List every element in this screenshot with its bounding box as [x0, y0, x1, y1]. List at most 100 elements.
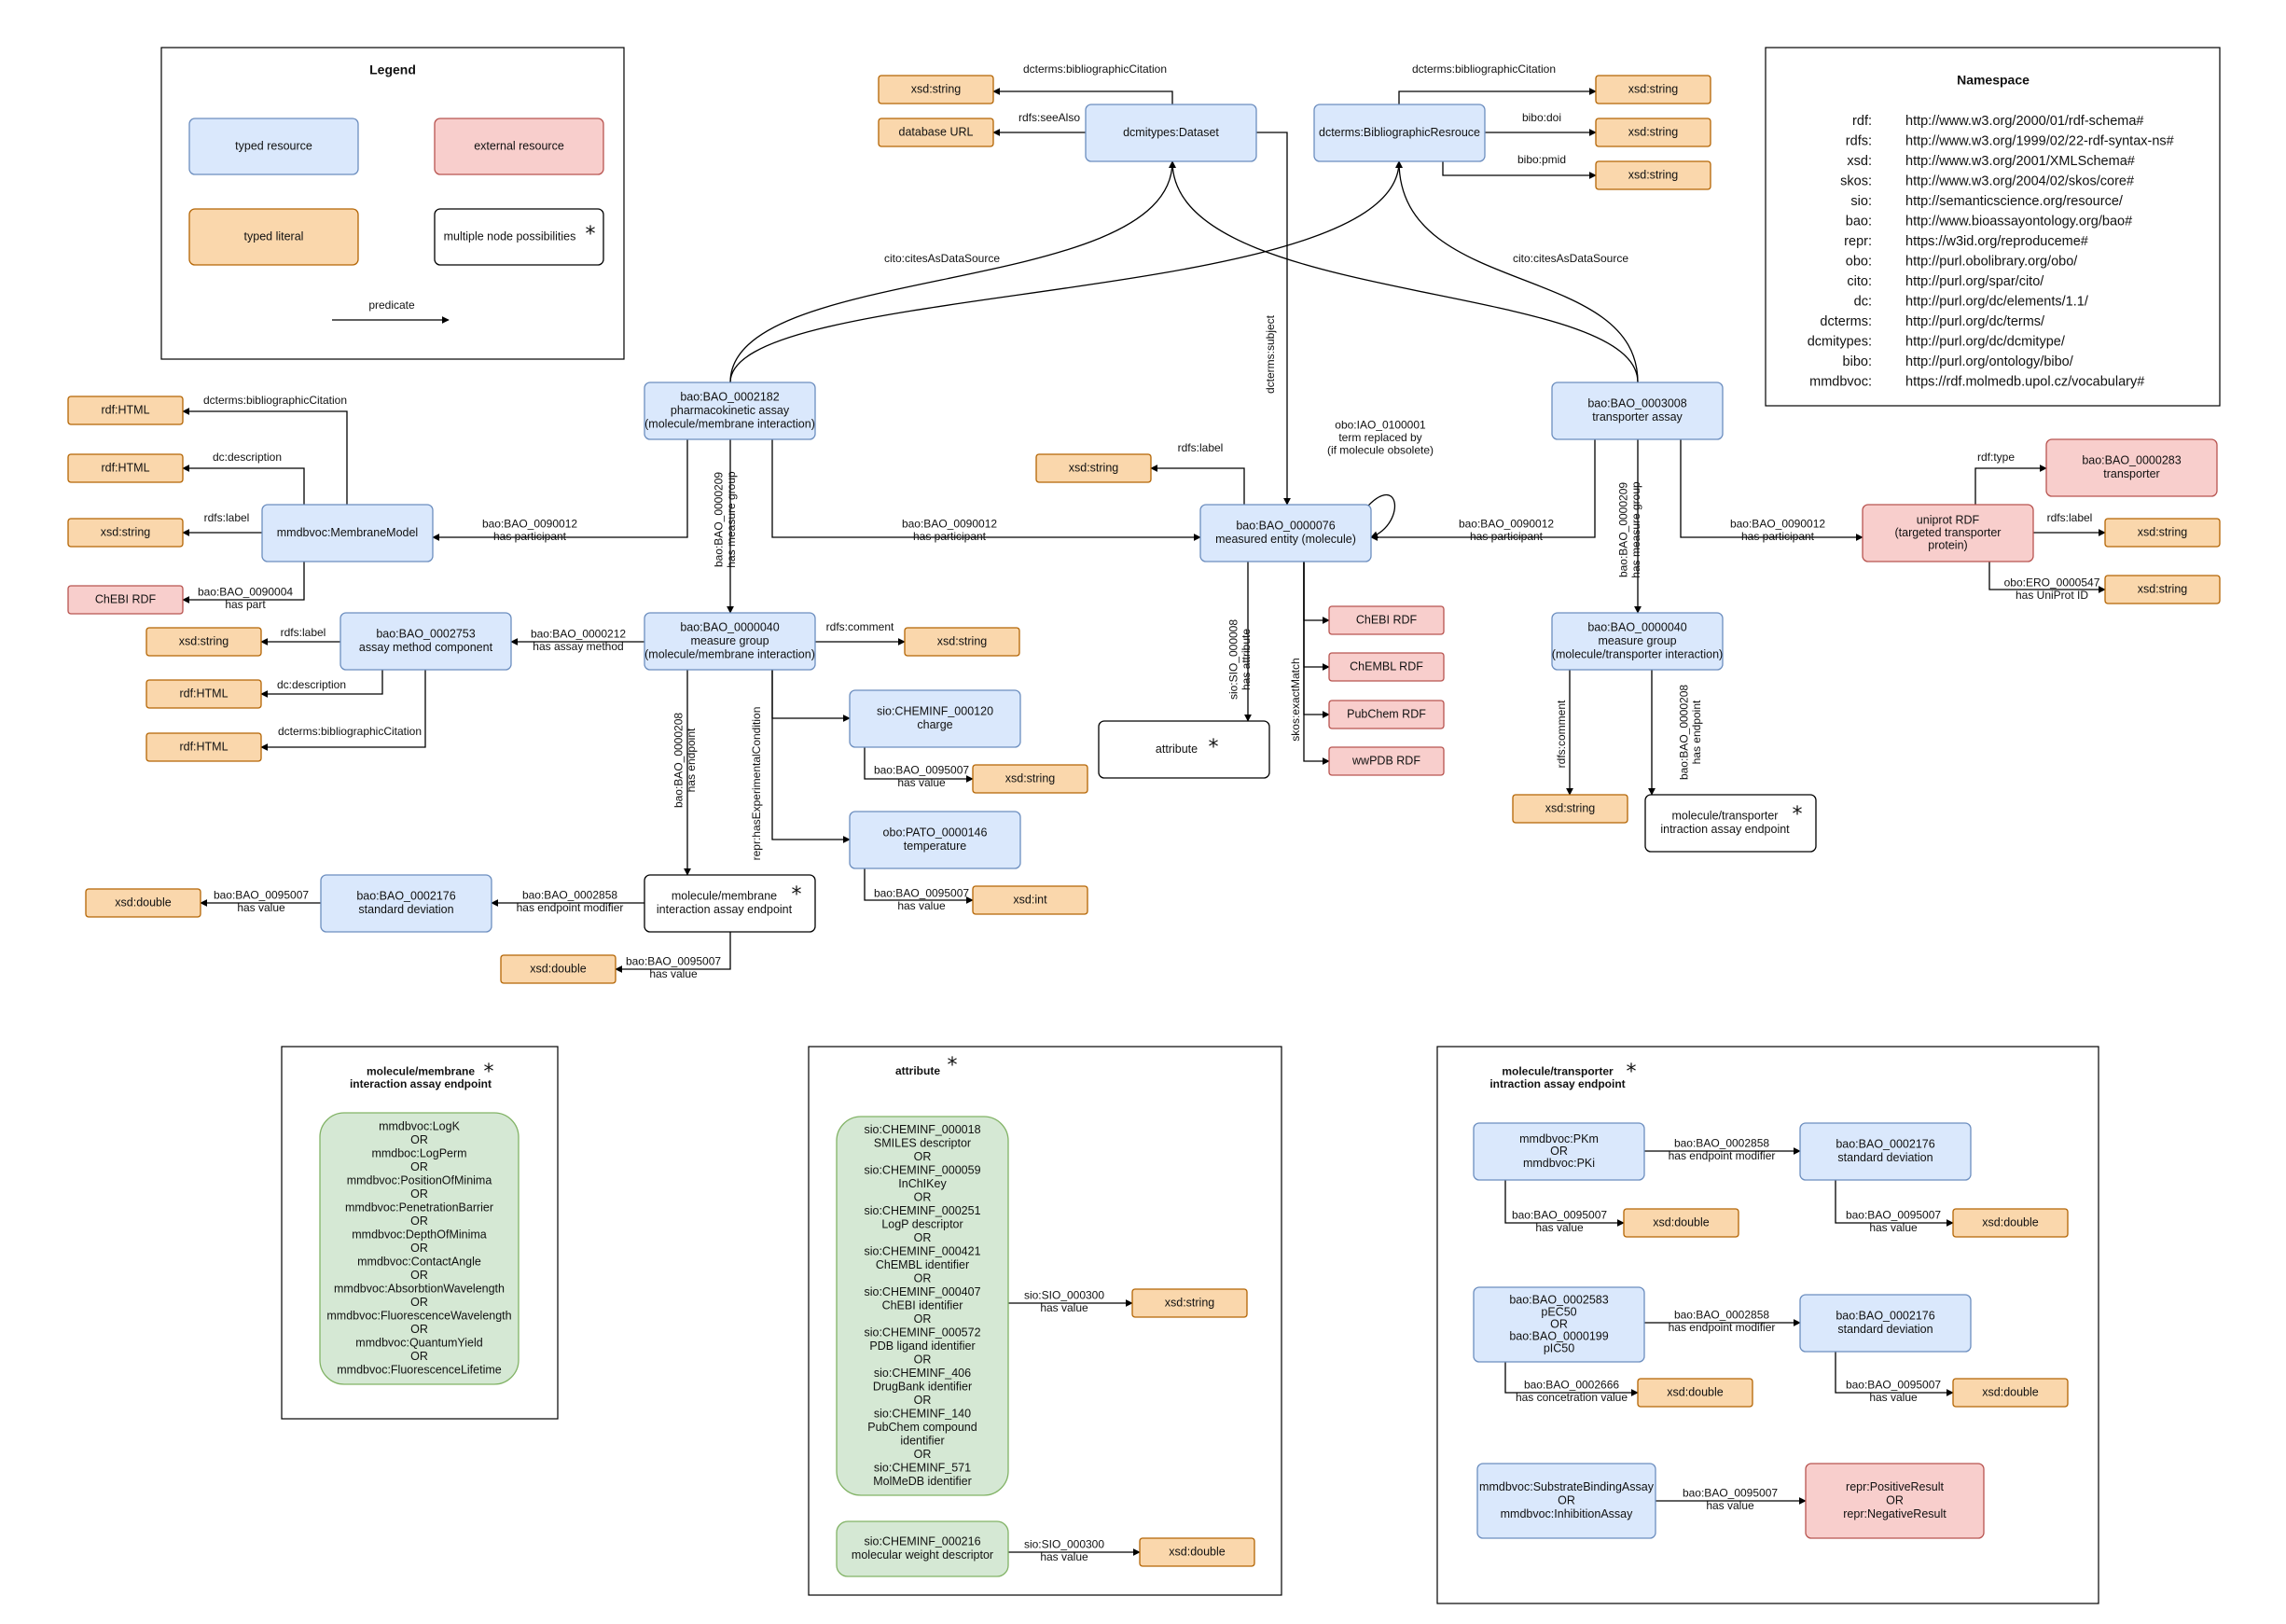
- uniprot-label-literal[interactable]: xsd:string: [2104, 518, 2221, 548]
- namespace-prefix: rdf:: [1852, 114, 1872, 129]
- assay-type-node[interactable]: mmdbvoc:SubstrateBindingAssayORmmdbvoc:I…: [1476, 1463, 1656, 1539]
- legend-typed-resource[interactable]: typed resource: [188, 118, 359, 175]
- edge-pec-conc-label-line: bao:BAO_0002666: [1524, 1378, 1619, 1391]
- edge-mm-cit: [182, 408, 348, 505]
- edge-ds-citation: [992, 88, 1173, 104]
- panel-transporter-title-line: intraction assay endpoint: [1489, 1077, 1625, 1090]
- attribute-group-label-line: SMILES descriptor: [874, 1136, 971, 1149]
- pec-double-literal[interactable]: xsd:double: [1637, 1378, 1753, 1408]
- sdb-double-literal[interactable]: xsd:double: [1952, 1378, 2069, 1408]
- edge-pec-mod-label-line: has endpoint modifier: [1669, 1321, 1776, 1334]
- ext-pubchem-node[interactable]: PubChem RDF: [1328, 700, 1445, 729]
- temp-int-literal[interactable]: xsd:int: [972, 885, 1088, 915]
- edge-ham-label-line: has assay method: [533, 640, 623, 653]
- amc-html2-literal[interactable]: rdf:HTML: [145, 732, 262, 762]
- dataset-node[interactable]: dcmitypes:Dataset: [1085, 104, 1257, 162]
- edge-hp-tr-up-label-line: has participant: [1741, 530, 1815, 543]
- sda-double-literal-shape: [1952, 1208, 2069, 1238]
- legend-multiple-nodes[interactable]: multiple node possibilities*: [434, 208, 604, 266]
- ext-chembl-node[interactable]: ChEMBL RDF: [1328, 652, 1445, 682]
- biblio-node[interactable]: dcterms:BibliographicResrouce: [1313, 104, 1486, 162]
- ext-chebi-node[interactable]: ChEBI RDF: [1328, 605, 1445, 635]
- sda-double-literal[interactable]: xsd:double: [1952, 1208, 2069, 1238]
- sd-b-node-label-line: bao:BAO_0002176: [1836, 1310, 1934, 1323]
- edge-up-label-label: rdfs:label: [2047, 511, 2093, 524]
- mg2-comment-literal[interactable]: xsd:string: [1512, 794, 1628, 824]
- ep-double-literal[interactable]: xsd:double: [500, 954, 617, 984]
- mm-string-literal[interactable]: xsd:string: [67, 518, 184, 548]
- sda-double-literal-label-line: xsd:double: [1982, 1215, 2039, 1228]
- amc-html1-literal[interactable]: rdf:HTML: [145, 679, 262, 709]
- edge-exact-1: [1303, 562, 1330, 624]
- pec-node[interactable]: bao:BAO_0002583pEC50ORbao:BAO_0000199pIC…: [1473, 1286, 1645, 1363]
- attribute-node[interactable]: attribute*: [1098, 720, 1270, 779]
- biblio-citation-literal[interactable]: xsd:string: [1595, 75, 1711, 104]
- edge-hp-pk-me-label-line: bao:BAO_0090012: [902, 517, 997, 530]
- panel-attribute-title: attribute: [895, 1064, 940, 1077]
- uniprot-id-literal[interactable]: xsd:string: [2104, 575, 2221, 604]
- me-label-literal[interactable]: xsd:string: [1035, 453, 1152, 483]
- legend-typed-literal[interactable]: typed literal: [188, 208, 359, 266]
- sdb-double-literal-shape: [1952, 1378, 2069, 1408]
- amc-html1-literal-shape: [145, 679, 262, 709]
- ext-wwpdb-node[interactable]: wwPDB RDF: [1328, 746, 1445, 776]
- amc-string-literal[interactable]: xsd:string: [145, 627, 262, 657]
- mm-chebi-node[interactable]: ChEBI RDF: [67, 585, 184, 615]
- dataset-url-literal-label-line: database URL: [899, 125, 974, 138]
- edge-bib-doi-label: bibo:doi: [1522, 111, 1561, 124]
- ext-pubchem-node-label: PubChem RDF: [1347, 707, 1426, 720]
- assay-type-node-label: mmdbvoc:SubstrateBindingAssayORmmdbvoc:I…: [1479, 1480, 1655, 1520]
- dataset-citation-literal[interactable]: xsd:string: [878, 75, 994, 104]
- mw-double-literal[interactable]: xsd:double: [1139, 1537, 1255, 1567]
- ext-chebi-node-label: ChEBI RDF: [1356, 613, 1418, 626]
- biblio-pmid-literal[interactable]: xsd:string: [1595, 160, 1711, 190]
- mg1-comment-literal[interactable]: xsd:string: [904, 627, 1020, 657]
- membrane-model-node[interactable]: mmdbvoc:MembraneModel: [261, 504, 434, 562]
- mm-endpoint-node-shape: [644, 874, 816, 933]
- edge-pk-cites-bib: [729, 160, 1403, 383]
- edge-temp-val-label-line: bao:BAO_0095007: [874, 886, 969, 899]
- uniprot-label-literal-shape: [2104, 518, 2221, 548]
- sd1-double-literal[interactable]: xsd:double: [85, 888, 201, 918]
- mm-html2-literal[interactable]: rdf:HTML: [67, 453, 184, 483]
- membrane-endpoint-group[interactable]: mmdbvoc:LogKORmmdboc:LogPermORmmdbvoc:Po…: [319, 1112, 520, 1385]
- charge-string-literal[interactable]: xsd:string: [972, 764, 1088, 794]
- biblio-doi-literal[interactable]: xsd:string: [1595, 118, 1711, 147]
- mw-double-literal-label: xsd:double: [1169, 1545, 1226, 1558]
- mm-html1-literal[interactable]: rdf:HTML: [67, 396, 184, 425]
- legend-external-resource[interactable]: external resource: [434, 118, 604, 175]
- pkm-double-literal[interactable]: xsd:double: [1623, 1208, 1739, 1238]
- attribute-group-label-line: identifier: [900, 1434, 944, 1447]
- node-layer: typed resource external resource typed lit…: [67, 75, 2221, 1577]
- dataset-url-literal[interactable]: database URL: [878, 118, 994, 147]
- ext-wwpdb-node-shape: [1328, 746, 1445, 776]
- membrane-endpoint-group-label-line: mmdbvoc:PositionOfMinima: [347, 1173, 492, 1187]
- namespace-uri: http://www.w3.org/2000/01/rdf-schema#: [1905, 114, 2144, 129]
- pec-double-literal-label: xsd:double: [1667, 1385, 1724, 1398]
- attribute-string-literal[interactable]: xsd:string: [1131, 1288, 1248, 1318]
- attribute-group-shape: [836, 1116, 1009, 1496]
- edge-hep2-label-line: bao:BAO_0000208: [1677, 685, 1690, 780]
